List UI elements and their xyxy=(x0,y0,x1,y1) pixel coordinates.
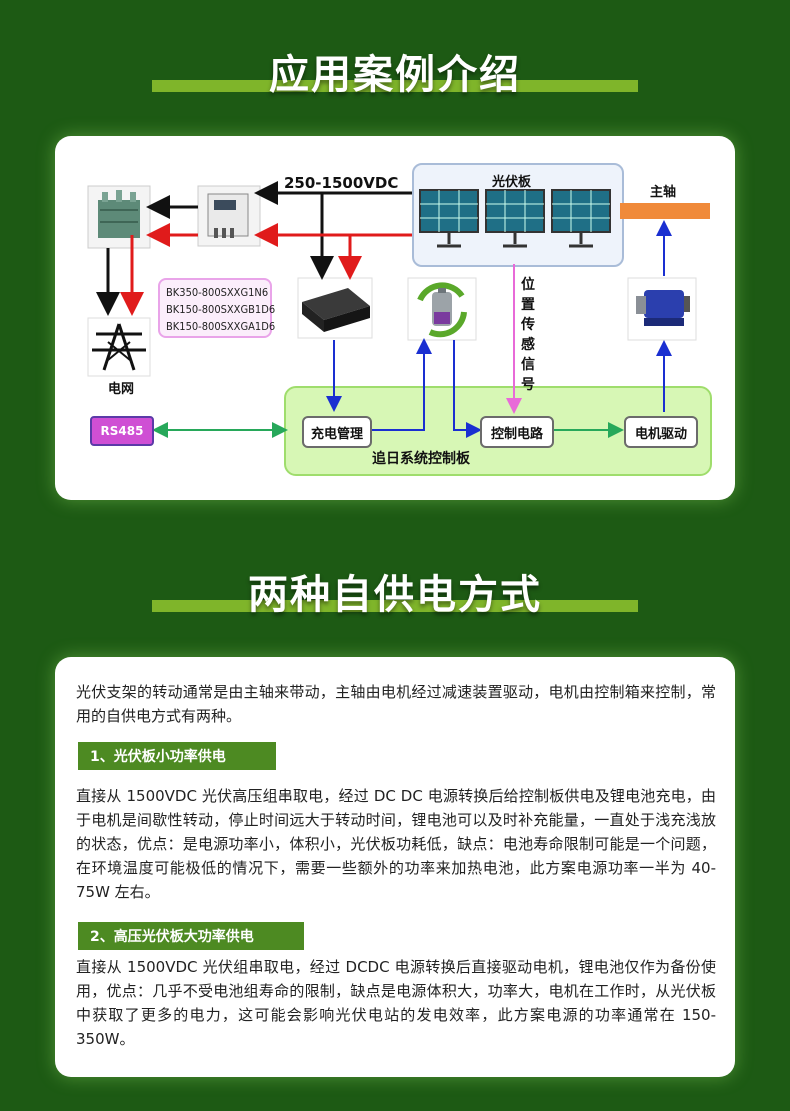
method1-title: 1、光伏板小功率供电 xyxy=(78,742,276,770)
grid-label: 电网 xyxy=(108,382,135,397)
control-board-label: 追日系统控制板 xyxy=(372,451,470,467)
control-circuit-box: 控制电路 xyxy=(480,416,554,448)
voltage-label: 250-1500VDC xyxy=(284,174,399,192)
power-supply-icon xyxy=(297,277,373,339)
method1-paragraph: 直接从 1500VDC 光伏高压组串取电，经过 DC DC 电源转换后给控制板供… xyxy=(76,787,716,901)
main-shaft-label: 主轴 xyxy=(650,185,677,200)
part-number: BK350-800SXXG1N6 xyxy=(166,286,269,299)
intro-paragraph: 光伏支架的转动通常是由主轴来带动，主轴由电机经过减速装置驱动，电机由控制箱来控制… xyxy=(76,683,716,725)
part-number: BK150-800SXXGA1D6 xyxy=(166,320,276,333)
section2-title-bar xyxy=(152,600,638,612)
section2-title: 两种自供电方式 xyxy=(248,572,542,618)
inverter-icon xyxy=(197,185,261,247)
method2-paragraph: 直接从 1500VDC 光伏组串取电，经过 DCDC 电源转换后直接驱动电机，锂… xyxy=(76,958,716,1048)
main-shaft-bar xyxy=(620,203,710,219)
section1-title: 应用案例介绍 xyxy=(269,52,521,98)
motor-drive-box: 电机驱动 xyxy=(624,416,698,448)
position-sensor-label: 位置传感信号 xyxy=(521,277,535,393)
charge-management-box: 充电管理 xyxy=(302,416,372,448)
solar-panel-icons xyxy=(419,189,611,248)
rs485-port: RS485 xyxy=(90,416,154,446)
power-tower-icon xyxy=(87,317,151,377)
transformer-icon xyxy=(87,185,151,249)
text-card xyxy=(55,657,735,1077)
battery-icon xyxy=(407,277,477,341)
motor-icon xyxy=(627,277,697,341)
solar-panel-label: 光伏板 xyxy=(492,175,532,190)
part-number-box: BK350-800SXXG1N6 BK150-800SXXGB1D6 BK150… xyxy=(158,278,276,338)
method2-title: 2、高压光伏板大功率供电 xyxy=(78,922,304,950)
section1-title-bar xyxy=(152,80,638,92)
part-number: BK150-800SXXGB1D6 xyxy=(166,303,276,316)
